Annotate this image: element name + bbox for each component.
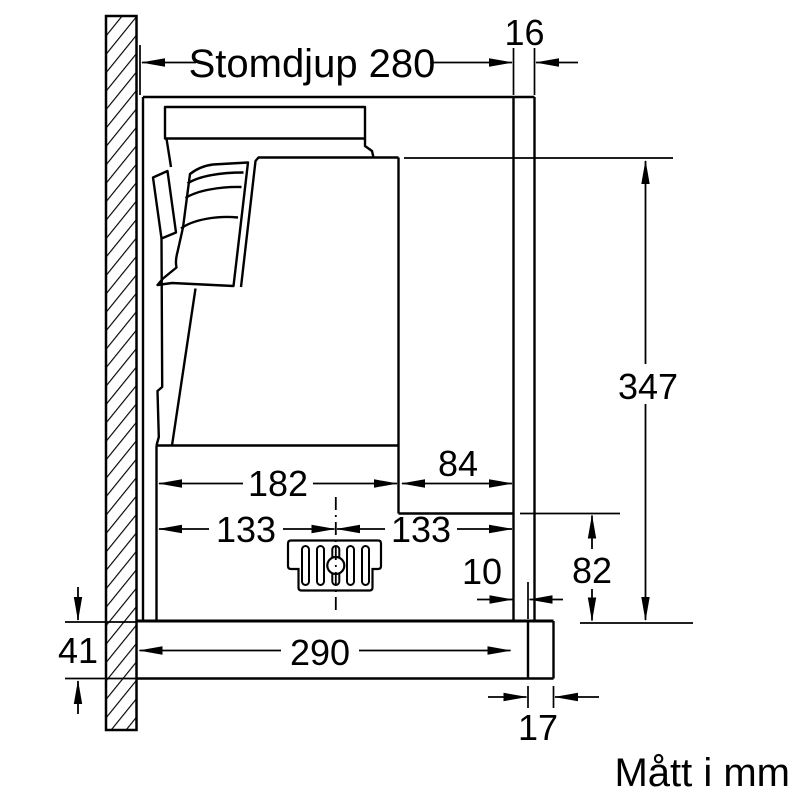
terminal-rib-5 (361, 545, 370, 586)
blower-vane-1 (186, 171, 244, 185)
terminal-rib-4 (346, 545, 355, 586)
body-top-and-strip (239, 156, 399, 288)
blower-vane-2 (184, 185, 242, 200)
wall-section (104, 14, 138, 732)
dim-290-label: 290 (290, 632, 350, 673)
dimension-lines (73, 58, 650, 714)
terminal-block (286, 539, 383, 592)
blower-vane-3 (180, 215, 239, 230)
front-lower-edge (170, 288, 197, 446)
blower-body (156, 161, 250, 288)
terminal-rib-2 (316, 545, 325, 586)
terminal-rib-1 (301, 545, 310, 586)
mounting-bracket (151, 169, 178, 240)
dim-182-label: 182 (248, 463, 308, 504)
dim-82-label: 82 (572, 550, 612, 591)
duct-box (163, 105, 367, 140)
dim-41-label: 41 (58, 630, 98, 671)
rear-lower-edge (155, 238, 164, 446)
dim-16-label: 16 (504, 12, 544, 53)
extension-lines (65, 45, 693, 708)
duct-right-edge (363, 138, 375, 158)
dim-133-left-label: 133 (216, 509, 276, 550)
dim-10-label: 10 (462, 551, 502, 592)
unit-note: Mått i mm (614, 751, 790, 795)
duct-left-edge (165, 138, 173, 168)
wall-hatch (104, 14, 138, 732)
dim-84-label: 84 (438, 443, 478, 484)
dim-stomdjup-label: Stomdjup 280 (189, 42, 436, 86)
dim-347-label: 347 (618, 366, 678, 407)
hood-outline (136, 95, 555, 680)
dim-17-label: 17 (518, 707, 558, 748)
dim-133-right-label: 133 (391, 509, 451, 550)
